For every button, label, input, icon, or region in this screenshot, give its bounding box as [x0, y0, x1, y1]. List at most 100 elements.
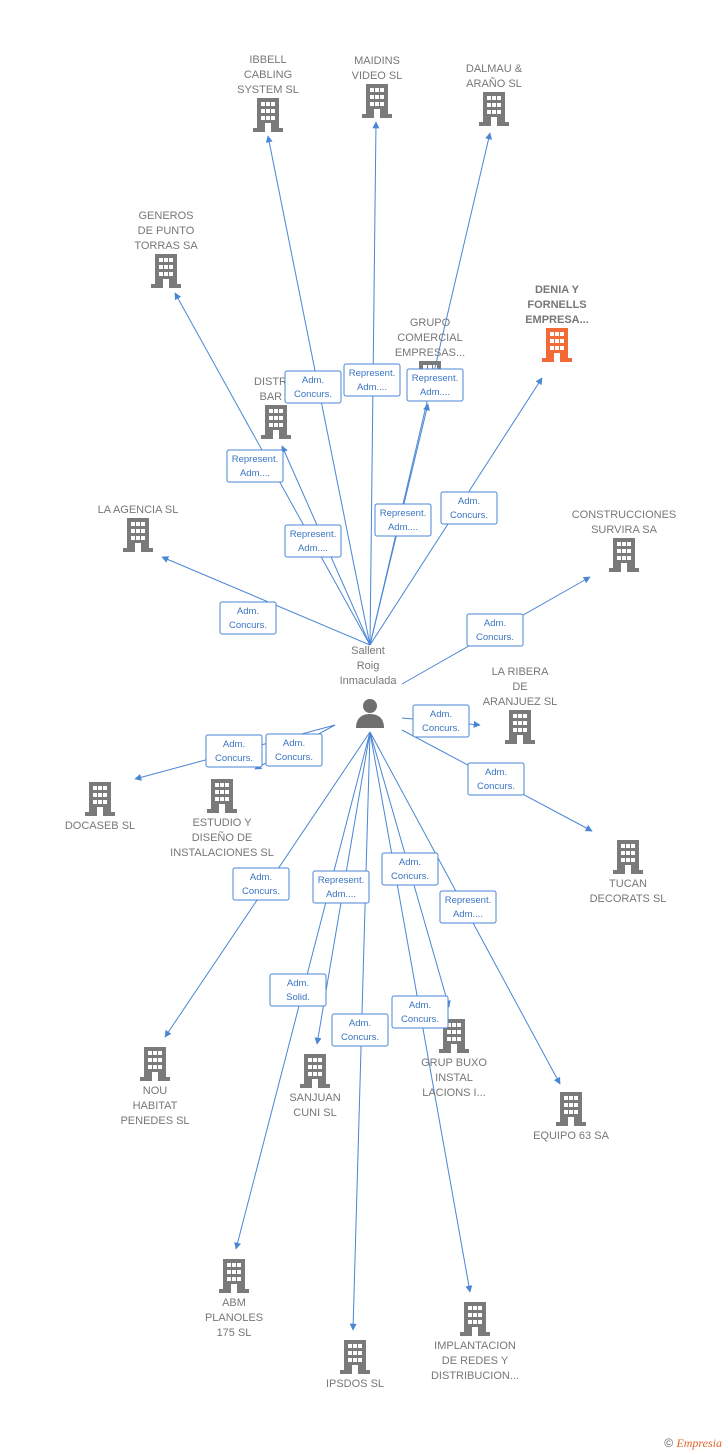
- building-icon: [340, 1340, 370, 1374]
- person-icon: [356, 699, 384, 728]
- relation-text-line: Adm....: [357, 382, 387, 393]
- center-person-node[interactable]: Sallent Roig Inmaculada: [340, 645, 398, 728]
- relation-label-docaseb[interactable]: Adm.Concurs.: [205, 734, 263, 768]
- company-node-agencia[interactable]: LA AGENCIA SL: [98, 504, 179, 552]
- relation-text-line: Adm.: [484, 618, 506, 629]
- relation-box: [219, 601, 277, 635]
- relation-label-sanjuan[interactable]: Represent.Adm....: [312, 870, 370, 904]
- relation-text-line: Adm.: [430, 709, 452, 720]
- relation-text-line: Adm.: [349, 1018, 371, 1029]
- relation-text-line: Concurs.: [229, 620, 267, 631]
- relation-box: [374, 503, 432, 537]
- relation-label-estudio[interactable]: Adm. Concurs.: [265, 733, 323, 767]
- relation-label-distric[interactable]: Represent.Adm....: [284, 524, 342, 558]
- relation-text-line: Represent.: [380, 508, 426, 519]
- company-label-line: FORNELLS: [527, 299, 586, 311]
- relation-label-generos[interactable]: Represent.Adm....: [226, 449, 284, 483]
- relation-text-line: Represent.: [445, 895, 491, 906]
- company-label-line: IBBELL: [249, 54, 286, 66]
- relation-text-line: Concurs.: [275, 752, 313, 763]
- company-label-line: VIDEO SL: [352, 70, 403, 82]
- company-node-dalmau[interactable]: DALMAU &ARAÑO SL: [466, 63, 523, 126]
- relation-label-maidins[interactable]: Represent. Adm....: [343, 363, 401, 397]
- company-label-line: DOCASEB SL: [65, 820, 135, 832]
- company-label-line: CABLING: [244, 69, 292, 81]
- edge-to-agencia: [161, 556, 371, 646]
- company-label-line: EMPRESAS...: [395, 347, 465, 359]
- company-label-line: SYSTEM SL: [237, 84, 299, 96]
- building-icon: [505, 710, 535, 744]
- relations-layer: Adm. Concurs. Represent. Adm.... Represent. A…: [205, 363, 525, 1047]
- building-icon: [207, 779, 237, 813]
- company-label-line: GENEROS: [138, 210, 193, 222]
- relation-text-line: Adm.: [237, 606, 259, 617]
- relation-box: [226, 449, 284, 483]
- relation-text-line: Adm.: [302, 375, 324, 386]
- relation-text-line: Represent.: [318, 875, 364, 886]
- relation-text-line: Adm....: [453, 909, 483, 920]
- building-icon: [140, 1047, 170, 1081]
- relation-label-survira[interactable]: Adm.Concurs.: [466, 613, 524, 647]
- company-label-line: GRUPO: [410, 317, 451, 329]
- relation-label-ibbell[interactable]: Adm.Concurs.: [284, 370, 342, 404]
- building-icon: [362, 84, 392, 118]
- company-node-ibbell[interactable]: IBBELL CABLING SYSTEM SL: [237, 54, 299, 132]
- copyright-icon: ©: [664, 1436, 674, 1450]
- relation-text-line: Represent.: [349, 368, 395, 379]
- building-icon: [613, 840, 643, 874]
- relation-label-ribera[interactable]: Adm. Concurs.: [412, 704, 470, 738]
- company-label-line: LA RIBERA: [492, 666, 550, 678]
- relation-text-line: Adm....: [298, 543, 328, 554]
- company-node-docaseb[interactable]: DOCASEB SL: [65, 782, 135, 832]
- company-label-line: IPSDOS SL: [326, 1378, 384, 1390]
- brand-logo: Empresia: [676, 1436, 722, 1450]
- company-node-equipo[interactable]: EQUIPO 63 SA: [533, 1092, 610, 1142]
- relation-label-abm[interactable]: Adm.Solid.: [269, 973, 327, 1007]
- relation-label-equipo[interactable]: Represent. Adm....: [439, 890, 497, 924]
- relation-box: [439, 890, 497, 924]
- relation-text-line: Adm....: [388, 522, 418, 533]
- relation-text-line: Concurs.: [422, 723, 460, 734]
- footer-brand: © Empresia: [664, 1436, 722, 1451]
- relation-label-nou[interactable]: Adm.Concurs.: [232, 867, 290, 901]
- relation-label-tucan[interactable]: Adm. Concurs.: [467, 762, 525, 796]
- relation-label-ipsdos[interactable]: Adm. Concurs.: [331, 1013, 389, 1047]
- relation-label-denia[interactable]: Adm.Concurs.: [440, 491, 498, 525]
- relation-text-line: Concurs.: [242, 886, 280, 897]
- relation-text-line: Adm.: [283, 738, 305, 749]
- relation-text-line: Concurs.: [341, 1032, 379, 1043]
- company-node-ipsdos[interactable]: IPSDOS SL: [326, 1340, 384, 1390]
- relation-box: [284, 524, 342, 558]
- building-icon: [479, 92, 509, 126]
- company-node-denia[interactable]: DENIA YFORNELLSEMPRESA...: [525, 284, 589, 362]
- relation-text-line: Adm.: [485, 767, 507, 778]
- relation-label-grupo[interactable]: Represent. Adm....: [374, 503, 432, 537]
- company-node-grupo[interactable]: GRUPOCOMERCIALEMPRESAS...: [395, 317, 465, 395]
- relation-label-buxo[interactable]: Adm.Concurs.: [381, 852, 439, 886]
- relation-label-agencia[interactable]: Adm. Concurs.: [219, 601, 277, 635]
- company-label-line: TORRAS SA: [134, 240, 198, 252]
- relation-text-line: Adm....: [240, 468, 270, 479]
- relation-label-implantacion[interactable]: Adm.Concurs.: [391, 995, 449, 1029]
- building-icon: [460, 1302, 490, 1336]
- relation-text-line: Concurs.: [477, 781, 515, 792]
- company-label-line: BAR S: [259, 391, 292, 403]
- relation-label-dalmau[interactable]: Represent.Adm....: [406, 368, 464, 402]
- relation-box: [406, 368, 464, 402]
- relation-box: [440, 491, 498, 525]
- relation-text-line: Adm.: [458, 496, 480, 507]
- center-label-line-2: Roig: [357, 660, 380, 672]
- relation-text-line: Represent.: [412, 373, 458, 384]
